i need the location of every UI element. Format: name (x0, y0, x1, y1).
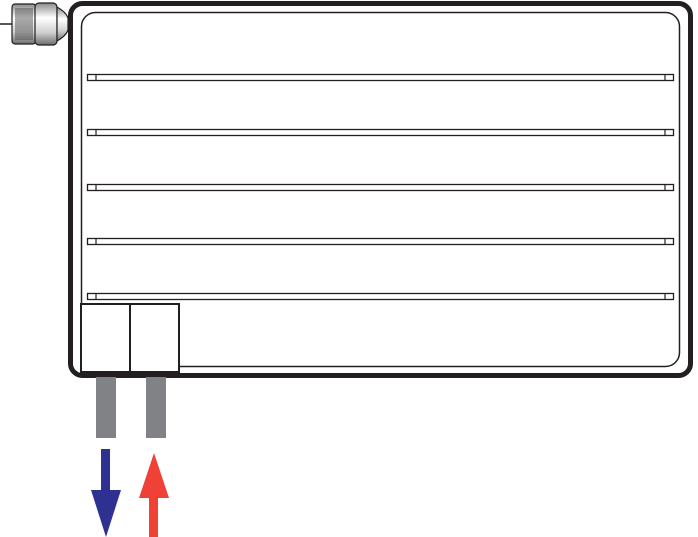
inlet-pipe (146, 377, 166, 438)
outlet-pipe (96, 377, 116, 438)
flow-out-arrow-icon (91, 449, 121, 537)
flow-in-arrow-icon (139, 453, 169, 537)
radiator-slat (86, 73, 675, 82)
inlet-connection-box (129, 303, 180, 373)
thermostatic-valve-icon (0, 2, 69, 46)
radiator-slat (86, 237, 675, 246)
radiator-slat (86, 292, 675, 301)
outlet-connection-box (80, 303, 131, 373)
radiator-slat (86, 183, 675, 192)
radiator-slat (86, 128, 675, 137)
radiator-slats (86, 73, 675, 301)
